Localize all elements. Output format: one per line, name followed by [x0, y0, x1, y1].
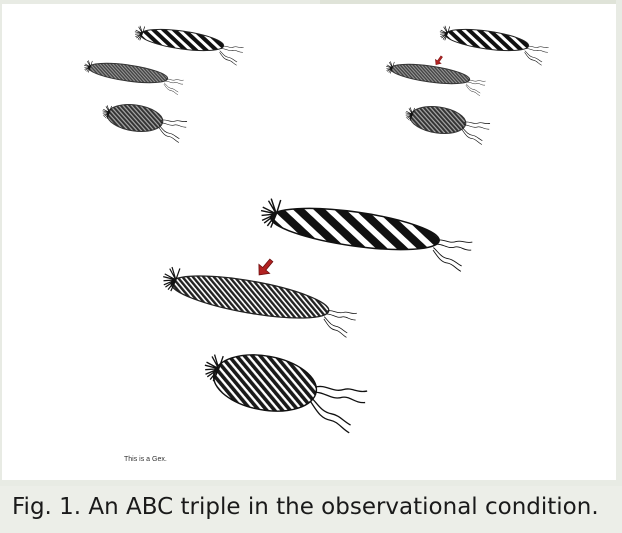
gex-large-c [201, 352, 368, 436]
panel-top-strip [320, 0, 616, 4]
arrow-small-icon [435, 55, 443, 65]
gex-small-a-right [438, 24, 549, 67]
gex-note: This is a Gex. [124, 456, 167, 463]
gex-small-a-left [133, 24, 244, 67]
gex-small-b-left [82, 59, 184, 96]
arrow-large-icon [258, 258, 274, 276]
gex-small-c-right [404, 106, 491, 146]
caption-bar [0, 486, 622, 533]
gex-small-b-right [384, 60, 486, 97]
gex-large-b [160, 265, 358, 339]
gex-small-c-left [101, 104, 188, 144]
gex-illustration [82, 24, 549, 436]
gex-large-a [258, 196, 473, 273]
figure-caption: Fig. 1. An ABC triple in the observation… [12, 494, 599, 520]
